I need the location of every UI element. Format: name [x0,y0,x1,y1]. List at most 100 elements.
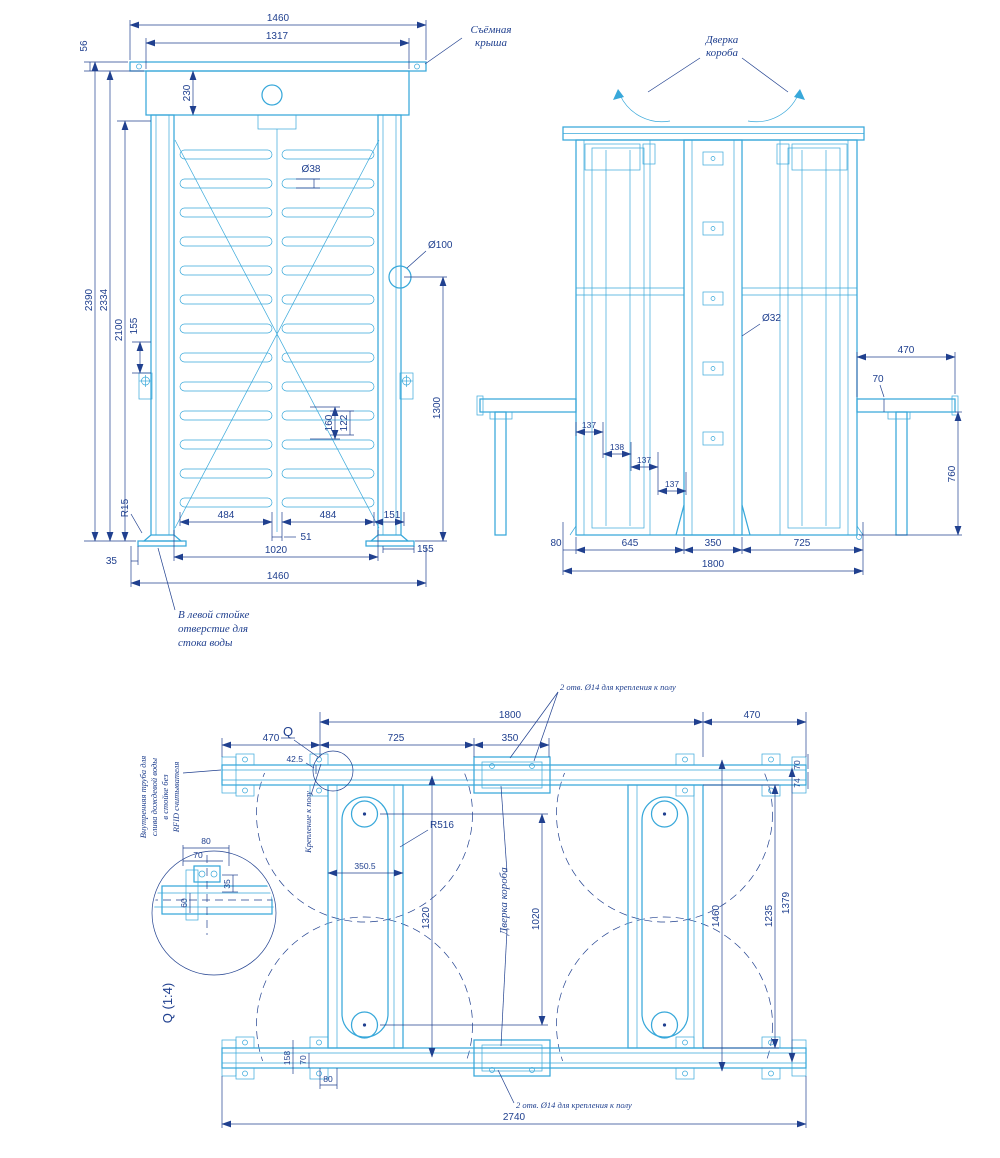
dim-137-1: 137 [582,420,596,430]
right-hub-top [650,800,679,828]
detail-circle [151,850,277,976]
dim-760: 760 [947,465,958,482]
front-roof [129,61,427,116]
dim-350-5: 350.5 [354,861,376,871]
left-door-leaf [591,147,645,529]
side-structure [476,89,959,540]
left-hub-top [350,800,379,828]
detail-dim-35: 35 [222,879,232,889]
dim-r516: R516 [430,820,454,831]
dim-725-side: 725 [794,538,811,549]
front-annotations: Съёмная крыша В левой стойке отверстие д… [178,24,512,649]
dim-35: 35 [106,556,118,567]
door-hinges [702,151,724,446]
rotor-bars [179,149,375,508]
front-right-post [365,114,415,547]
dim-350-side: 350 [705,538,722,549]
dim-56: 56 [79,40,90,52]
dim-137-3: 137 [665,479,679,489]
note-box-door-2: короба [706,47,739,59]
dim-122: 122 [339,414,350,431]
top-rail [221,764,807,786]
dim-158: 158 [282,1051,292,1065]
plan-view: 1800 470 470 725 350 42.5 Q R516 350.5 1… [138,682,809,1128]
dim-470-plan-left: 470 [263,733,280,744]
plan-dimensions: 1800 470 470 725 350 42.5 Q R516 350.5 1… [182,691,809,1128]
dim-o32: Ø32 [762,313,781,324]
note-pipe-4: RFID считывателя [171,762,181,834]
dim-138: 138 [610,442,624,452]
dim-137-2: 137 [637,455,651,465]
right-column-plan [627,784,704,1049]
note-pipe-1: Внутренняя труба для [138,756,148,839]
dim-1320: 1320 [421,906,432,929]
dim-51: 51 [300,532,312,543]
dim-470-side: 470 [898,345,915,356]
dim-1800-side: 1800 [702,559,725,570]
door-swing-arc-left [619,94,671,123]
dim-1460-plan: 1460 [711,904,722,927]
dim-80-plan: 80 [323,1074,333,1084]
dim-2740: 2740 [503,1112,526,1123]
note-drain-3: стока воды [178,637,233,649]
dim-350-plan: 350 [502,733,519,744]
dim-230: 230 [182,84,193,101]
side-annotations: Дверка короба [705,34,739,59]
dim-484-right: 484 [320,510,337,521]
right-rotor-housing [641,796,689,1038]
note-floor-mount: Крепление к полу [303,791,313,854]
dim-151: 151 [384,510,401,521]
dim-1800-plan: 1800 [499,710,522,721]
dim-155-right: 155 [417,544,434,555]
bottom-rail [221,1047,807,1069]
left-wing-rail [479,398,577,413]
detail-dim-60: 60 [179,898,189,908]
top-door-box [473,756,551,794]
dim-70-side: 70 [872,374,884,385]
left-rotor-housing [341,796,389,1038]
left-column-plan [327,784,404,1049]
detail-view-q: 80 70 35 60 Q (1:4) [151,836,277,1023]
plan-structure [221,753,807,1080]
note-pipe-2: слива дождевой воды [149,758,159,836]
dim-80-side: 80 [550,538,562,549]
q-callout-circle [312,750,354,792]
left-foot-plate [137,540,187,547]
note-box-door-1: Дверка [705,34,739,46]
dim-1020: 1020 [265,545,288,556]
dim-645: 645 [622,538,639,549]
dim-155-left: 155 [129,317,140,334]
roof-bolt-left [136,63,142,70]
dim-1300: 1300 [432,396,443,419]
right-door-leaf [787,147,841,529]
right-foot-plate [365,540,415,547]
detail-scale-label: Q (1:4) [160,983,175,1023]
detail-geometry [154,855,274,935]
dim-tab-74: 74 [792,778,802,788]
left-hub-bottom [350,1011,379,1039]
note-drain-1: В левой стойке [178,609,249,621]
dim-1317: 1317 [266,31,289,42]
dim-725-plan: 725 [388,733,405,744]
dim-1235: 1235 [764,904,775,927]
detail-dim-80: 80 [201,836,211,846]
bottom-door-box [473,1039,551,1077]
dim-1460-top: 1460 [267,13,290,24]
right-wing-leg [895,411,908,536]
right-lock-plate [399,372,414,400]
note-pipe-3: в стойке без [160,774,170,820]
door-swing-arc-right [747,94,799,123]
dim-o38: Ø38 [302,164,321,175]
note-removable-roof-1: Съёмная [470,24,511,36]
side-dimensions: 470 70 760 Ø32 137 138 137 137 80 645 35… [550,57,962,575]
detail-mark-q: Q [283,724,293,739]
dim-2334: 2334 [99,288,110,311]
dim-42-5: 42.5 [286,754,303,764]
dim-70-plan: 70 [298,1055,308,1065]
dim-o100: Ø100 [428,240,453,251]
detail-dimensions: 80 70 35 60 [179,836,238,913]
plan-annotations: 2 отв. Ø14 для крепления к полу 2 отв. Ø… [138,682,676,1110]
roof-bolt-right [414,63,420,70]
dim-2390: 2390 [84,288,95,311]
